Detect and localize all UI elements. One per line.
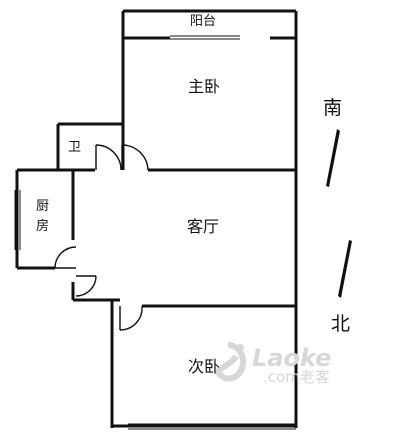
compass-north-label: 北 xyxy=(331,313,350,335)
master-bedroom-label: 主卧 xyxy=(188,77,220,96)
watermark-brand: Laoke xyxy=(252,344,331,372)
compass: 南 北 xyxy=(323,97,352,335)
balcony-label: 阳台 xyxy=(190,14,216,29)
kitchen-label-line-1: 厨 xyxy=(36,199,49,214)
windows xyxy=(14,190,296,430)
compass-south-label: 南 xyxy=(323,97,342,119)
bathroom-label: 卫 xyxy=(68,140,81,155)
compass-arrow-top xyxy=(326,129,340,187)
walls xyxy=(15,9,298,428)
living-room-label: 客厅 xyxy=(187,217,219,236)
watermark: Laoke .com老客 xyxy=(214,342,331,386)
watermark-sub: .com老客 xyxy=(263,368,330,386)
balcony-window xyxy=(170,35,240,40)
doors xyxy=(54,144,149,331)
compass-arrow-bottom xyxy=(338,240,352,298)
kitchen-label-line-2: 房 xyxy=(36,218,49,234)
second-bedroom-label: 次卧 xyxy=(188,357,220,376)
